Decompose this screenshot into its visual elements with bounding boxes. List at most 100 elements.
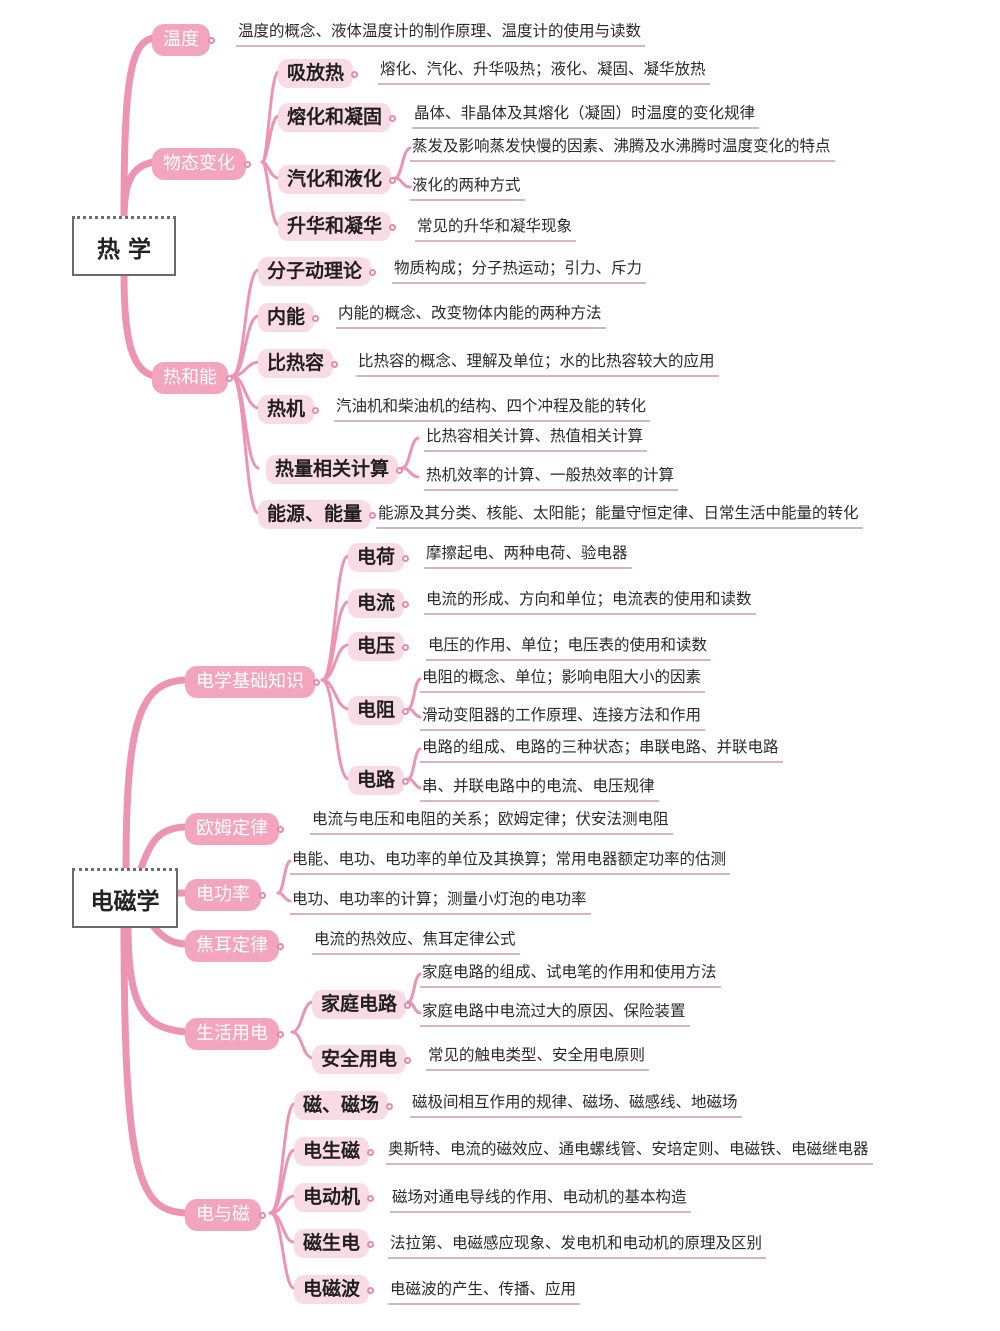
connector-dot (367, 1194, 375, 1202)
node-electromagnetism: 电生磁 (294, 1137, 370, 1166)
link-em-household (124, 921, 189, 1036)
connector-dot (351, 70, 359, 78)
connector-dot (313, 679, 320, 686)
branch-temperature: 温度 (152, 24, 210, 56)
connector-dot (259, 1212, 266, 1219)
connector-dot (389, 223, 397, 231)
connector-dot (389, 176, 397, 184)
leaf-induction: 法拉第、电磁感应现象、发电机和电动机的原理及区别 (388, 1235, 767, 1259)
leaf-heat-calc-2: 热机效率的计算、一般热效率的计算 (424, 467, 679, 491)
leaf-heat-engine: 汽油机和柴油机的结构、四个冲程及能的转化 (334, 398, 651, 422)
node-em-wave: 电磁波 (294, 1275, 370, 1304)
connector-dot (369, 268, 377, 276)
node-voltage: 电压 (348, 632, 405, 661)
connector-dot (367, 1240, 375, 1248)
leaf-electromagnetism: 奥斯特、电流的磁效应、通电螺线管、安培定则、电磁铁、电磁继电器 (386, 1141, 873, 1165)
leaf-internal-energy: 内能的概念、改变物体内能的两种方法 (336, 305, 606, 329)
root-thermodynamics: 热 学 (72, 216, 176, 276)
branch-joule-law: 焦耳定律 (185, 930, 279, 962)
connector-dot (396, 466, 404, 474)
leaf-molecular: 物质构成；分子热运动；引力、斥力 (392, 260, 647, 284)
leaf-ohms-law: 电流与电压和电阻的关系；欧姆定律；伏安法测电阻 (310, 811, 673, 835)
node-energy-sources: 能源、能量 (258, 500, 372, 529)
connector-dot (277, 943, 284, 950)
branch-ohms-law: 欧姆定律 (185, 813, 279, 845)
leaf-home-circuit-2: 家庭电路中电流过大的原因、保险装置 (420, 1003, 690, 1027)
leaf-specific-heat: 比热容的概念、理解及单位；水的比热容较大的应用 (356, 353, 719, 377)
branch-heat-energy: 热和能 (152, 362, 228, 394)
connector-dot (208, 37, 215, 44)
connector-dot (386, 1102, 394, 1110)
node-current: 电流 (348, 589, 405, 618)
node-magnetic-field: 磁、磁场 (294, 1091, 389, 1120)
connector-dot (312, 314, 320, 322)
link-thermo-heat (120, 271, 159, 380)
node-electrical-safety: 安全用电 (312, 1045, 407, 1074)
leaf-heat-calc-1: 比热容相关计算、热值相关计算 (424, 428, 648, 452)
node-heat-exchange: 吸放热 (278, 59, 354, 88)
connector-dot (331, 360, 339, 368)
node-heat-engine: 热机 (258, 395, 315, 424)
branch-electricity-magnetism: 电与磁 (185, 1199, 261, 1231)
leaf-home-circuit-1: 家庭电路的组成、试电笔的作用和使用方法 (420, 964, 721, 988)
connector-dot (277, 1031, 284, 1038)
leaf-vaporization-2: 液化的两种方式 (410, 177, 525, 201)
link-em-ohm (136, 823, 189, 876)
connector-dot (404, 1001, 412, 1009)
branch-household-electricity: 生活用电 (185, 1018, 279, 1050)
connector-dot (244, 161, 251, 168)
node-circuit: 电路 (348, 766, 405, 795)
connector-dot (404, 1056, 412, 1064)
node-vaporization: 汽化和液化 (278, 165, 392, 194)
connector-dot (259, 892, 266, 899)
link-em-basics (122, 676, 189, 874)
leaf-circuit-2: 串、并联电路中的电流、电压规律 (420, 778, 659, 802)
leaf-melting: 晶体、非晶体及其熔化（凝固）时温度的变化规律 (412, 105, 760, 129)
connector-dot (402, 554, 410, 562)
leaf-energy-sources: 能源及其分类、核能、太阳能；能量守恒定律、日常生活中能量的转化 (376, 505, 863, 529)
connector-dot (367, 1286, 375, 1294)
node-internal-energy: 内能 (258, 303, 315, 332)
node-heat-calc: 热量相关计算 (266, 455, 399, 484)
leaf-current: 电流的形成、方向和单位；电流表的使用和读数 (424, 591, 756, 615)
branch-state-change: 物态变化 (152, 148, 246, 180)
node-molecular: 分子动理论 (258, 257, 372, 286)
connector-dot (402, 777, 410, 785)
node-induction: 磁生电 (294, 1229, 370, 1258)
node-charge: 电荷 (348, 543, 405, 572)
leaf-electrical-safety: 常见的触电类型、安全用电原则 (426, 1047, 650, 1071)
leaf-electric-motor: 磁场对通电导线的作用、电动机的基本构造 (390, 1189, 691, 1213)
leaf-em-wave: 电磁波的产生、传播、应用 (388, 1281, 581, 1305)
link-thermo-temperature (120, 34, 159, 222)
connector-dot (369, 511, 377, 519)
connector-dot (367, 1148, 375, 1156)
leaf-joule-law: 电流的热效应、焦耳定律公式 (312, 931, 520, 955)
leaf-electric-power-2: 电功、电功率的计算；测量小灯泡的电功率 (290, 891, 591, 915)
leaf-circuit-1: 电路的组成、电路的三种状态；串联电路、并联电路 (420, 739, 783, 763)
connector-dot (402, 707, 410, 715)
connector-dot (277, 826, 284, 833)
leaf-sublimation: 常见的升华和凝华现象 (415, 218, 577, 242)
branch-electric-basics: 电学基础知识 (185, 666, 315, 698)
leaf-voltage: 电压的作用、单位；电压表的使用和读数 (426, 637, 712, 661)
leaf-vaporization-1: 蒸发及影响蒸发快慢的因素、沸腾及水沸腾时温度变化的特点 (410, 138, 835, 162)
node-home-circuit: 家庭电路 (312, 990, 407, 1019)
node-resistance: 电阻 (348, 696, 405, 725)
connector-dot (402, 643, 410, 651)
leaf-charge: 摩擦起电、两种电荷、验电器 (424, 545, 632, 569)
node-melting: 熔化和凝固 (278, 103, 392, 132)
connector-dot (389, 114, 397, 122)
connector-dot (226, 375, 233, 382)
root-electromagnetism: 电磁学 (72, 868, 178, 928)
leaf-temperature: 温度的概念、液体温度计的制作原理、温度计的使用与读数 (236, 23, 646, 47)
node-sublimation: 升华和凝华 (278, 212, 392, 241)
leaf-electric-power-1: 电能、电功、电功率的单位及其换算；常用电器额定功率的估测 (290, 851, 731, 875)
link-thermo-state (120, 158, 159, 224)
link-em-magnet (120, 921, 189, 1217)
leaf-magnetic-field: 磁极间相互作用的规律、磁场、磁感线、地磁场 (410, 1094, 742, 1118)
connector-dot (402, 600, 410, 608)
node-specific-heat: 比热容 (258, 349, 334, 378)
node-electric-motor: 电动机 (294, 1183, 370, 1212)
branch-electric-power: 电功率 (185, 879, 261, 911)
